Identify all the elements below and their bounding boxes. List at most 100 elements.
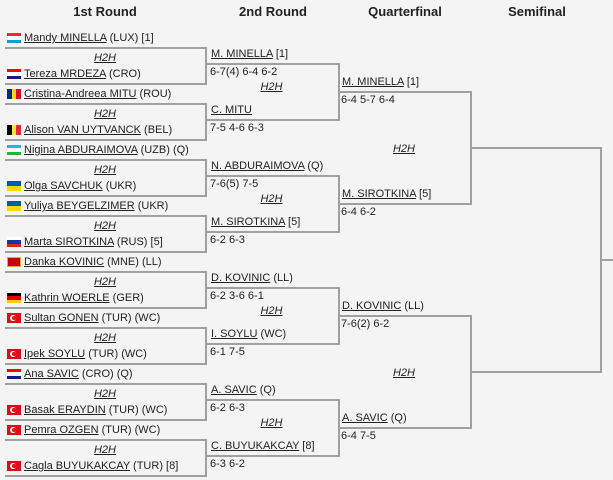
h2h-link[interactable]: H2H <box>93 332 116 344</box>
player-link[interactable]: Cagla BUYUKAKCAY <box>24 460 130 472</box>
player-link[interactable]: Alison VAN UYTVANCK <box>24 124 141 136</box>
player-link[interactable]: Ana SAVIC <box>24 368 79 380</box>
player-entry: Sultan GONEN (TUR) (WC) <box>24 311 160 325</box>
match-score: 6-1 7-5 <box>210 346 245 358</box>
player-entry: D. KOVINIC (LL) <box>342 299 424 313</box>
player-link[interactable]: Ipek SOYLU <box>24 348 86 360</box>
h2h-link[interactable]: H2H <box>93 164 116 176</box>
player-entry: Alison VAN UYTVANCK (BEL) <box>24 123 172 137</box>
player-link[interactable]: I. SOYLU <box>211 328 258 340</box>
h2h-link[interactable]: H2H <box>392 367 415 379</box>
bracket-line <box>5 439 205 441</box>
match-score: 6-7(4) 6-4 6-2 <box>210 66 278 78</box>
bracket-line <box>5 47 205 49</box>
player-link[interactable]: Danka KOVINIC <box>24 256 105 268</box>
player-link[interactable]: M. MINELLA <box>211 48 273 60</box>
bracket-line <box>205 287 338 289</box>
bracket-line <box>205 327 207 365</box>
h2h-link[interactable]: H2H <box>260 193 283 205</box>
player-entry: A. SAVIC (Q) <box>211 383 276 397</box>
player-link[interactable]: Mandy MINELLA <box>24 32 107 44</box>
player-link[interactable]: A. SAVIC <box>211 384 257 396</box>
h2h-link[interactable]: H2H <box>93 444 116 456</box>
flag-icon-uzb <box>7 145 21 155</box>
bracket-line <box>205 159 207 197</box>
player-entry: Danka KOVINIC (MNE) (LL) <box>24 255 162 269</box>
player-link[interactable]: Nigina ABDURAIMOVA <box>24 144 138 156</box>
player-link[interactable]: Pemra OZGEN <box>24 424 99 436</box>
match-score: 6-4 7-5 <box>341 430 376 442</box>
player-entry: M. MINELLA [1] <box>342 75 419 89</box>
player-suffix: (LL) <box>273 272 293 284</box>
player-suffix: (TUR) (WC) <box>101 312 161 324</box>
h2h-link[interactable]: H2H <box>93 388 116 400</box>
player-link[interactable]: Cristina-Andreea MITU <box>24 88 137 100</box>
flag-icon-ukr <box>7 181 21 191</box>
player-link[interactable]: Olga SAVCHUK <box>24 180 103 192</box>
player-link[interactable]: Marta SIROTKINA <box>24 236 114 248</box>
flag-icon-tur <box>7 405 21 415</box>
h2h-link[interactable]: H2H <box>260 305 283 317</box>
player-link[interactable]: Basak ERAYDIN <box>24 404 106 416</box>
player-link[interactable]: C. BUYUKAKCAY <box>211 440 300 452</box>
bracket-line <box>5 383 205 385</box>
h2h-link[interactable]: H2H <box>93 276 116 288</box>
player-entry: I. SOYLU (WC) <box>211 327 286 341</box>
player-link[interactable]: D. KOVINIC <box>342 300 402 312</box>
player-suffix: (GER) <box>112 292 144 304</box>
player-link[interactable]: Kathrin WOERLE <box>24 292 110 304</box>
player-suffix: [1] <box>275 48 289 60</box>
flag-icon-rus <box>7 237 21 247</box>
bracket-line <box>5 215 205 217</box>
flag-icon-ger <box>7 293 21 303</box>
player-entry: M. SIROTKINA [5] <box>211 215 300 229</box>
flag-icon-tur <box>7 461 21 471</box>
player-entry: Cagla BUYUKAKCAY (TUR) [8] <box>24 459 178 473</box>
player-link[interactable]: M. SIROTKINA <box>211 216 285 228</box>
bracket-line <box>205 343 338 345</box>
player-entry: Ipek SOYLU (TUR) (WC) <box>24 347 147 361</box>
player-suffix: (MNE) (LL) <box>107 256 162 268</box>
bracket-line <box>5 419 205 421</box>
player-suffix: (Q) <box>390 412 407 424</box>
bracket-line <box>470 147 600 149</box>
player-entry: Pemra OZGEN (TUR) (WC) <box>24 423 160 437</box>
bracket-line <box>205 47 207 85</box>
player-link[interactable]: M. SIROTKINA <box>342 188 416 200</box>
player-suffix: (UZB) (Q) <box>140 144 189 156</box>
player-suffix: (ROU) <box>139 88 172 100</box>
h2h-link[interactable]: H2H <box>392 143 415 155</box>
bracket-line <box>5 327 205 329</box>
h2h-link[interactable]: H2H <box>260 81 283 93</box>
player-link[interactable]: Yuliya BEYGELZIMER <box>24 200 135 212</box>
bracket-line <box>205 231 338 233</box>
player-suffix: (TUR) (WC) <box>108 404 168 416</box>
h2h-link[interactable]: H2H <box>93 52 116 64</box>
player-suffix: (TUR) (WC) <box>101 424 161 436</box>
player-entry: Mandy MINELLA (LUX) [1] <box>24 31 154 45</box>
bracket-line <box>5 159 205 161</box>
bracket-line <box>338 91 470 93</box>
player-link[interactable]: N. ABDURAIMOVA <box>211 160 305 172</box>
player-suffix: (LUX) [1] <box>109 32 154 44</box>
player-link[interactable]: M. MINELLA <box>342 76 404 88</box>
bracket-line <box>205 439 207 477</box>
player-link[interactable]: Sultan GONEN <box>24 312 99 324</box>
bracket-line <box>5 363 205 365</box>
player-suffix: (RUS) [5] <box>116 236 163 248</box>
h2h-link[interactable]: H2H <box>93 108 116 120</box>
flag-icon-bel <box>7 125 21 135</box>
bracket-line <box>205 271 207 309</box>
h2h-link[interactable]: H2H <box>93 220 116 232</box>
player-entry: Basak ERAYDIN (TUR) (WC) <box>24 403 167 417</box>
bracket-line <box>205 119 338 121</box>
player-link[interactable]: C. MITU <box>211 104 252 116</box>
player-link[interactable]: Tereza MRDEZA <box>24 68 106 80</box>
player-link[interactable]: A. SAVIC <box>342 412 388 424</box>
bracket-line <box>338 427 470 429</box>
bracket-line <box>5 307 205 309</box>
player-suffix: (CRO) <box>108 68 141 80</box>
player-entry: Yuliya BEYGELZIMER (UKR) <box>24 199 168 213</box>
player-link[interactable]: D. KOVINIC <box>211 272 271 284</box>
h2h-link[interactable]: H2H <box>260 417 283 429</box>
